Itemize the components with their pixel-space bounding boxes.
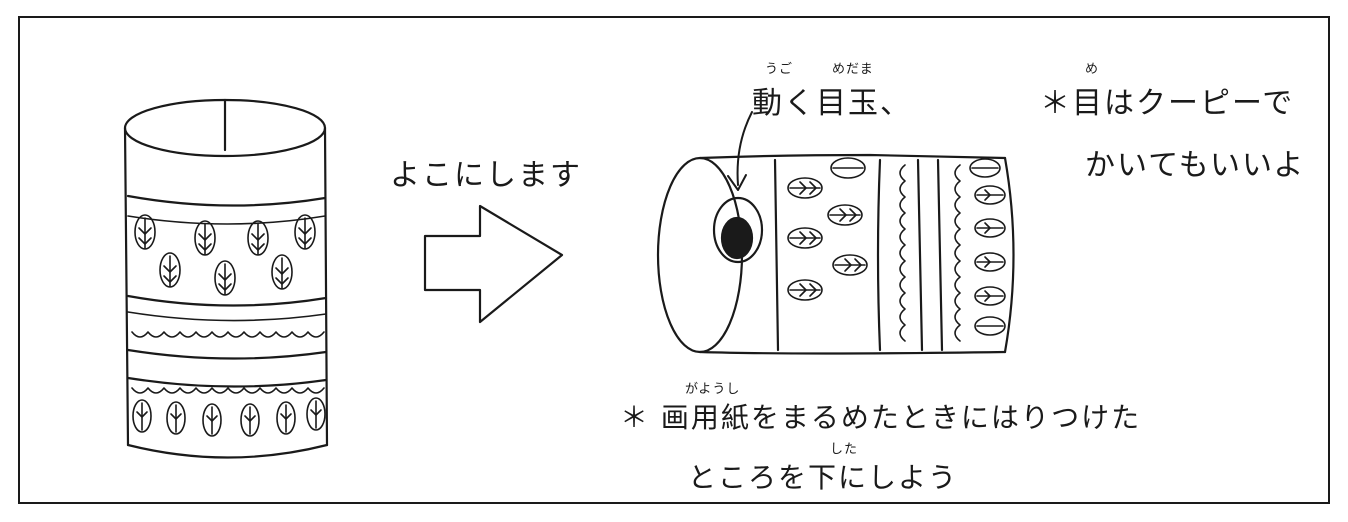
note-paper-line2: ところを下にしよう xyxy=(688,461,959,494)
ruby-ugoku: うご xyxy=(765,62,794,77)
step-label: よこにします xyxy=(390,158,582,193)
ruby-me: め xyxy=(1085,62,1100,77)
upright-cylinder xyxy=(123,98,329,459)
ruby-medama: めだま xyxy=(832,62,874,77)
sideways-leaves xyxy=(787,157,1006,336)
ruby-gayoushi: がようし xyxy=(685,382,741,397)
sideways-cylinder xyxy=(656,111,1015,355)
upright-leaves xyxy=(132,214,326,437)
ruby-shita: した xyxy=(830,442,859,457)
note-crayon-line2: かいてもいいよ xyxy=(1085,148,1306,183)
moving-eye-label: 動く目玉、 xyxy=(752,86,912,121)
right-arrow-icon xyxy=(423,204,564,324)
note-crayon-line1: ＊目はクーピーで xyxy=(1040,86,1295,121)
note-paper-line1: ＊ 画用紙をまるめたときにはりつけた xyxy=(620,401,1142,434)
illustration-frame xyxy=(18,16,1330,504)
